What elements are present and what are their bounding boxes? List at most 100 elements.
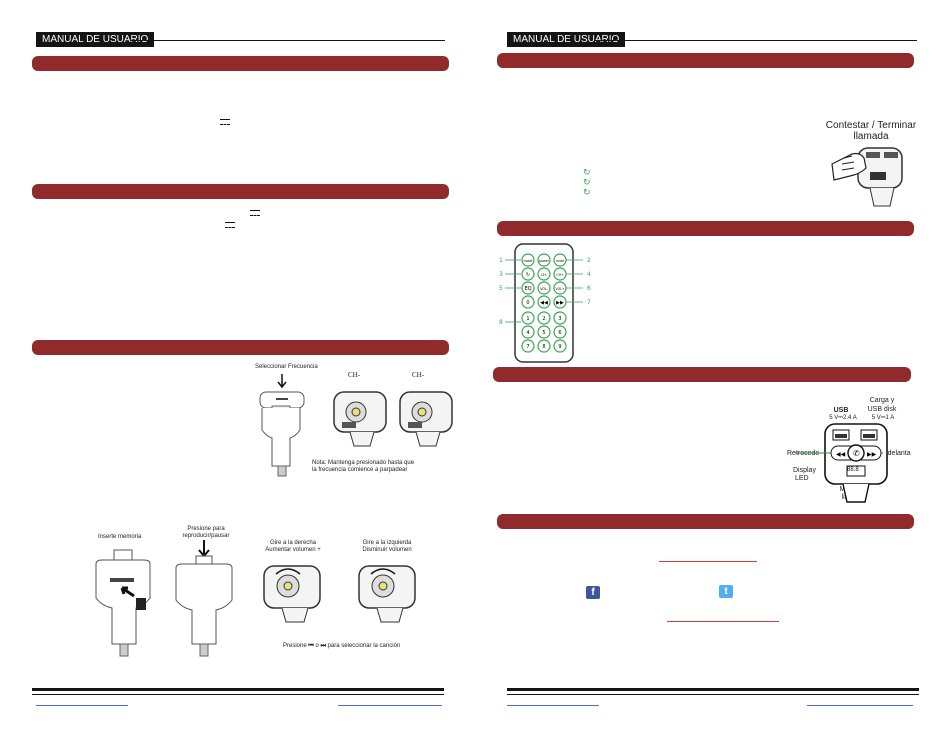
- section-bar: [497, 53, 914, 68]
- remote-button-label: VOL+: [555, 287, 564, 291]
- twitter-icon[interactable]: t: [719, 585, 733, 598]
- remote-button[interactable]: [537, 267, 551, 281]
- remote-button[interactable]: [521, 339, 535, 353]
- remote-button[interactable]: [521, 253, 535, 267]
- press-play-line1: Presione para: [187, 526, 225, 532]
- retrocede-label: Retrocede: [787, 450, 819, 458]
- transmitter-side-illustration: [259, 374, 305, 477]
- previous-track-icon: ⏮: [308, 643, 314, 649]
- right-page: MANUAL DE USUARIO Contestar / Terminar l…: [475, 0, 950, 731]
- remote-button-label: CH-: [541, 273, 547, 277]
- footer-link[interactable]: [338, 705, 442, 706]
- insert-memory-label: Inserte memoria: [98, 534, 142, 540]
- transmitter-insert-illustration: [95, 549, 151, 657]
- call-label-line2: llamada: [853, 131, 889, 142]
- remote-button-label: CH+: [556, 273, 564, 277]
- remote-button-label: ▶▶: [556, 300, 564, 306]
- remote-button-label: power: [539, 259, 550, 263]
- remote-button-label: 5: [542, 330, 545, 336]
- remote-button-label: 2: [542, 316, 545, 322]
- remote-button-label: 1: [526, 316, 529, 322]
- callout-number: 4: [587, 271, 591, 278]
- call-label-line1: Contestar / Terminar: [825, 120, 917, 131]
- section-bar: [493, 367, 911, 382]
- footer-link[interactable]: [507, 705, 599, 706]
- usb-label: USB: [833, 407, 849, 414]
- callout-number: 8: [499, 319, 503, 326]
- header-label: MANUAL DE USUARIO: [36, 32, 155, 47]
- dc-symbol: [225, 222, 235, 228]
- remote-button[interactable]: [553, 339, 567, 353]
- ch-plus-label: CH-: [412, 371, 425, 379]
- remote-button-label: 8: [542, 344, 545, 350]
- display-line2: LED: [795, 475, 809, 482]
- remote-button[interactable]: [537, 311, 551, 325]
- svg-text:↻: ↻: [583, 188, 591, 198]
- footer-link[interactable]: [36, 705, 128, 706]
- select-frequency-label: Seleccionar Frecuencia: [255, 364, 318, 370]
- svg-text:◀◀: ◀◀: [836, 451, 846, 458]
- remote-button[interactable]: [553, 325, 567, 339]
- vol-down-line2: Disminuir volumen: [362, 547, 412, 553]
- press-play-line2: reproducir/pausar: [182, 533, 230, 539]
- remote-button[interactable]: [553, 311, 567, 325]
- callout-number: 1: [499, 257, 503, 264]
- svg-text:↻: ↻: [583, 168, 591, 178]
- vol-up-line2: Aumentar volumen +: [265, 547, 321, 553]
- remote-button[interactable]: [521, 281, 535, 295]
- remote-button-label: mode: [523, 259, 532, 263]
- remote-button-label: EQ: [524, 286, 531, 292]
- header-rule: [130, 40, 445, 41]
- transmitter-rotate-left-illustration: [358, 565, 416, 623]
- remote-button-label: ↻: [526, 272, 530, 278]
- remote-button-label: 3: [558, 316, 561, 322]
- hand-pressing-device-illustration: [831, 147, 903, 207]
- remote-button-label: 4: [526, 330, 529, 336]
- remote-button[interactable]: [521, 295, 535, 309]
- section-bar: [32, 340, 449, 355]
- remote-button-label: 9: [558, 344, 561, 350]
- phone-icons: ↻ ↻ ↻: [583, 168, 591, 198]
- charge-line2: USB disk: [867, 406, 897, 413]
- remote-button[interactable]: [537, 339, 551, 353]
- transmitter-press-illustration: [175, 540, 233, 657]
- vol-down-line1: Gire a la izquierda: [362, 540, 412, 546]
- transmitter-top-illustration: [399, 391, 453, 447]
- section-bar: [32, 56, 449, 71]
- section-bar: [497, 514, 914, 529]
- callout-number: 5: [499, 285, 503, 292]
- device-top-diagram: ◀◀ ▶▶ ✆: [795, 423, 888, 503]
- next-track-icon: ⏭: [320, 643, 326, 649]
- remote-button[interactable]: [537, 253, 551, 267]
- note-line1: Nota: Mantenga presionado hasta que: [312, 460, 415, 466]
- remote-button[interactable]: [537, 281, 551, 295]
- svg-text:↻: ↻: [583, 178, 591, 188]
- remote-button[interactable]: [537, 295, 551, 309]
- vol-up-line1: Gire a la derecha: [269, 540, 317, 546]
- red-underline: [667, 621, 779, 622]
- remote-button[interactable]: [537, 325, 551, 339]
- callout-number: 7: [587, 299, 591, 306]
- header-rule: [595, 40, 917, 41]
- ch-minus-label: CH-: [348, 371, 361, 379]
- footer-rule: [32, 688, 444, 691]
- callout-number: 6: [587, 285, 591, 292]
- remote-button[interactable]: [521, 311, 535, 325]
- remote-button-label: mute: [556, 259, 564, 263]
- remote-button[interactable]: [521, 325, 535, 339]
- footer-link[interactable]: [807, 705, 913, 706]
- facebook-icon[interactable]: f: [586, 586, 600, 599]
- remote-button-label: 0: [526, 300, 529, 306]
- callout-number: 3: [499, 271, 503, 278]
- remote-button-label: 6: [558, 330, 561, 336]
- display-screen: 88.8: [847, 467, 859, 473]
- remote-button[interactable]: [521, 267, 535, 281]
- footer-rule: [507, 694, 919, 695]
- red-underline: [659, 561, 757, 562]
- charge-spec-label: 5 V⎓1 A: [871, 415, 895, 421]
- adelanta-label: Adelanta: [883, 450, 911, 457]
- transmitter-rotate-right-illustration: [263, 565, 321, 623]
- display-line1: Display: [793, 467, 816, 474]
- footer-rule: [507, 688, 919, 691]
- note-line2: la frecuencia comience a parpadear: [312, 467, 408, 473]
